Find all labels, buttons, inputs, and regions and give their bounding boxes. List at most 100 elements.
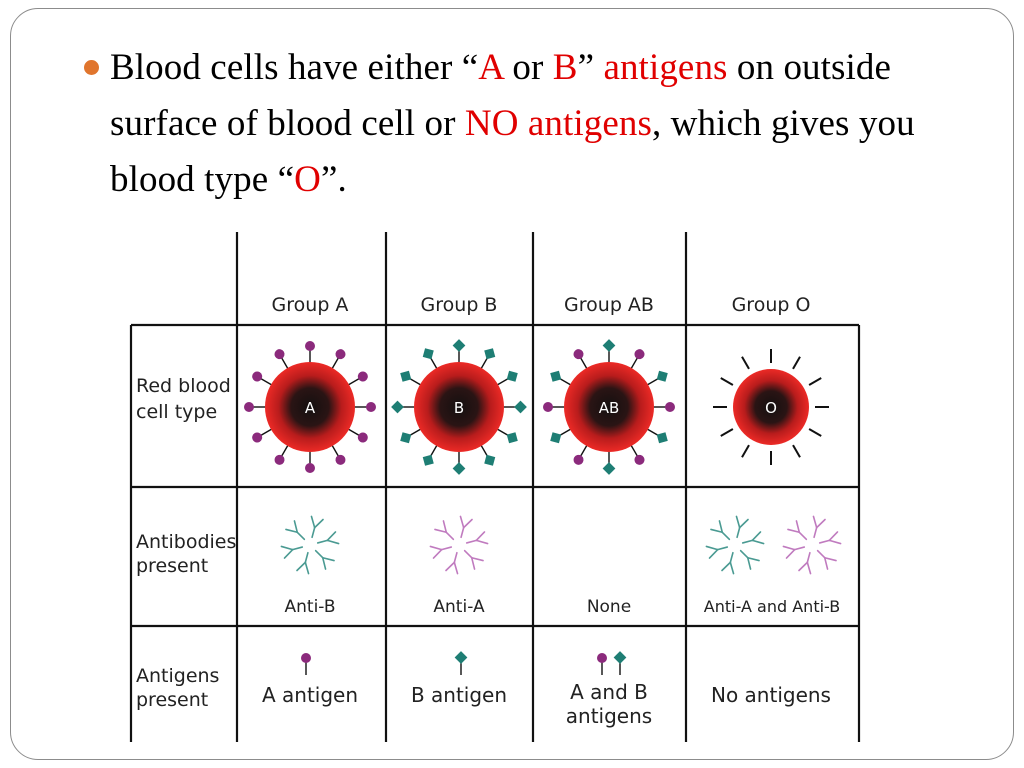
- antigen-stalk: [559, 428, 572, 437]
- antibody-stem: [316, 539, 329, 544]
- antigen-a-icon: [252, 371, 273, 386]
- red-blood-cell: [564, 362, 654, 452]
- antibody-arm: [453, 561, 459, 575]
- antigen-a-icon: [630, 349, 645, 370]
- table-grid: [129, 232, 861, 742]
- antibody-icon: [463, 549, 484, 570]
- antibody-icon: [721, 551, 735, 575]
- antigen-b-icon: [452, 339, 466, 363]
- antigen-a-head: [301, 653, 311, 663]
- antibody-stem: [813, 526, 818, 539]
- cell-label: A: [305, 399, 316, 417]
- antigen-stalk: [260, 377, 273, 386]
- spike-line: [792, 356, 801, 370]
- antigen-a-icon: [274, 444, 289, 465]
- antibodies-label: Anti-A and Anti-B: [704, 597, 840, 616]
- antigen-b-head: [452, 462, 466, 475]
- antigen-a-icon: [274, 349, 289, 370]
- column-header: Group B: [421, 294, 498, 316]
- antibody-arm: [729, 561, 735, 575]
- antigen-b-head: [422, 454, 434, 466]
- antigen-stalk: [260, 428, 273, 437]
- spike-line: [741, 356, 750, 370]
- antigen-b-icon: [480, 348, 496, 370]
- antigen-stalk: [496, 377, 509, 386]
- antigen-b-head: [602, 339, 616, 352]
- antigen-b-head: [656, 432, 668, 444]
- antigen-a-head: [634, 454, 645, 465]
- antigen-b-icon: [454, 651, 468, 675]
- anti-b-antibody-cluster: [705, 515, 765, 575]
- antibody-arm: [304, 561, 310, 575]
- antigen-a-icon: [543, 402, 565, 412]
- antigen-b-icon: [496, 428, 518, 444]
- antibody-icon: [816, 549, 837, 570]
- antibody-arm: [475, 531, 486, 542]
- antigen-a-icon: [354, 402, 376, 412]
- bullet-text-part: ”: [577, 47, 604, 88]
- antibody-arm: [434, 528, 448, 534]
- antigen-a-head: [597, 653, 607, 663]
- antigen-b-head: [506, 370, 518, 382]
- antibody-arm: [705, 545, 719, 551]
- antibody-stem: [314, 549, 324, 559]
- red-blood-cell: [733, 369, 809, 445]
- antibody-arm: [432, 548, 443, 559]
- antigen-stalk: [579, 444, 588, 457]
- antibody-icon: [465, 531, 489, 545]
- antigen-a-head: [573, 349, 584, 360]
- antigen-a-icon: [573, 349, 588, 370]
- row-label: Red blood: [136, 375, 231, 397]
- antigen-b-head: [656, 370, 668, 382]
- antibodies-label: None: [587, 597, 631, 617]
- antigen-a-icon: [244, 402, 266, 412]
- antibody-stem: [304, 551, 309, 564]
- antibody-stem: [465, 539, 478, 544]
- bullet-text-part: ”.: [320, 159, 347, 200]
- antigen-stalk: [280, 444, 289, 457]
- antigen-b-head: [550, 370, 562, 382]
- antigen-b-icon: [496, 370, 518, 386]
- antigens-label: A and B: [570, 680, 648, 704]
- spike-line: [792, 444, 801, 458]
- spike-icon: [808, 377, 822, 386]
- antibody-icon: [296, 551, 310, 575]
- antibody-arm: [459, 515, 465, 529]
- antibody-arm: [785, 548, 796, 559]
- antigen-b-icon: [400, 428, 422, 444]
- antigen-a-head: [274, 349, 285, 360]
- antibody-arm: [280, 545, 294, 551]
- bullet-text-part: antigens: [603, 47, 728, 88]
- antigen-stalk: [496, 428, 509, 437]
- row-label: cell type: [136, 401, 217, 423]
- antigen-stalk: [480, 444, 489, 457]
- antigen-stalk: [630, 444, 639, 457]
- antigen-b-icon: [602, 339, 616, 363]
- antibody-arm: [812, 515, 818, 529]
- antigen-a-icon: [630, 444, 645, 465]
- bullet-text-part: O: [294, 159, 321, 200]
- antigen-b-head: [400, 370, 412, 382]
- antigen-a-icon: [305, 341, 315, 363]
- antigen-a-head: [274, 454, 285, 465]
- antibody-icon: [705, 545, 729, 559]
- antibody-arm: [751, 539, 765, 545]
- anti-a-antibody-cluster: [429, 515, 489, 575]
- row-label: Antigens: [136, 665, 219, 687]
- antibody-stem: [721, 531, 731, 541]
- antigen-b-head: [613, 651, 627, 664]
- column-header: Group O: [732, 294, 811, 316]
- antigen-b-head: [452, 339, 466, 352]
- slide-frame: [10, 8, 1014, 760]
- antigen-stalk: [429, 444, 438, 457]
- anti-a-antibody-cluster: [782, 515, 842, 575]
- antigen-b-head: [602, 462, 616, 475]
- bullet-icon: [84, 60, 99, 75]
- antigens-label: A antigen: [262, 683, 358, 707]
- antibody-stem: [311, 526, 316, 539]
- antigen-stalk: [347, 377, 360, 386]
- antibody-icon: [316, 531, 340, 545]
- antigen-a-icon: [252, 428, 273, 443]
- antibody-icon: [314, 549, 335, 570]
- antibody-arm: [710, 528, 724, 534]
